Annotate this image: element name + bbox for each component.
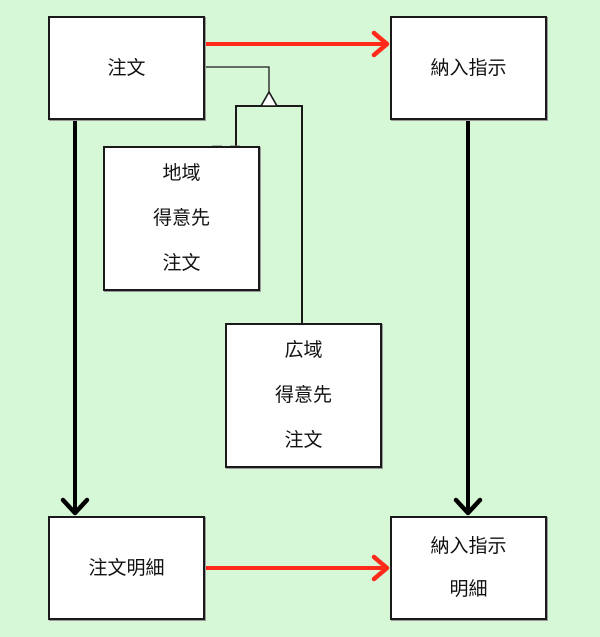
entity-label: 注文 xyxy=(107,56,146,79)
arrowhead-right-icon xyxy=(371,554,390,582)
entity-label-line: 明細 xyxy=(449,578,488,600)
entity-label: 納入指示 xyxy=(430,56,507,79)
entity-regional-customer-order[interactable]: 地域 得意先 注文 xyxy=(103,146,260,291)
entity-label-line: 納入指示 xyxy=(430,535,507,557)
entity-order[interactable]: 注文 xyxy=(48,16,205,120)
composition-arrows xyxy=(60,118,483,516)
entity-label-line: 得意先 xyxy=(152,207,210,229)
arrowhead-down-icon xyxy=(60,497,90,516)
inheritance-parent-line xyxy=(205,66,270,92)
entity-label-line: 得意先 xyxy=(274,384,332,406)
arrowhead-right-icon xyxy=(371,30,390,58)
arrowhead-down-icon xyxy=(453,497,483,516)
entity-label: 注文明細 xyxy=(88,556,165,579)
entity-order-detail[interactable]: 注文明細 xyxy=(48,516,205,620)
entity-label-line: 地域 xyxy=(162,162,201,184)
inheritance-triangle-icon xyxy=(259,90,279,107)
entity-wide-area-customer-order[interactable]: 広域 得意先 注文 xyxy=(225,323,382,468)
entity-delivery-instruction[interactable]: 納入指示 xyxy=(390,16,547,120)
entity-label-line: 広域 xyxy=(284,339,323,361)
flow-arrows xyxy=(203,30,390,582)
entity-label-line: 注文 xyxy=(162,252,201,274)
entity-delivery-instruction-detail[interactable]: 納入指示 明細 xyxy=(390,516,547,620)
entity-label-line: 注文 xyxy=(284,429,323,451)
